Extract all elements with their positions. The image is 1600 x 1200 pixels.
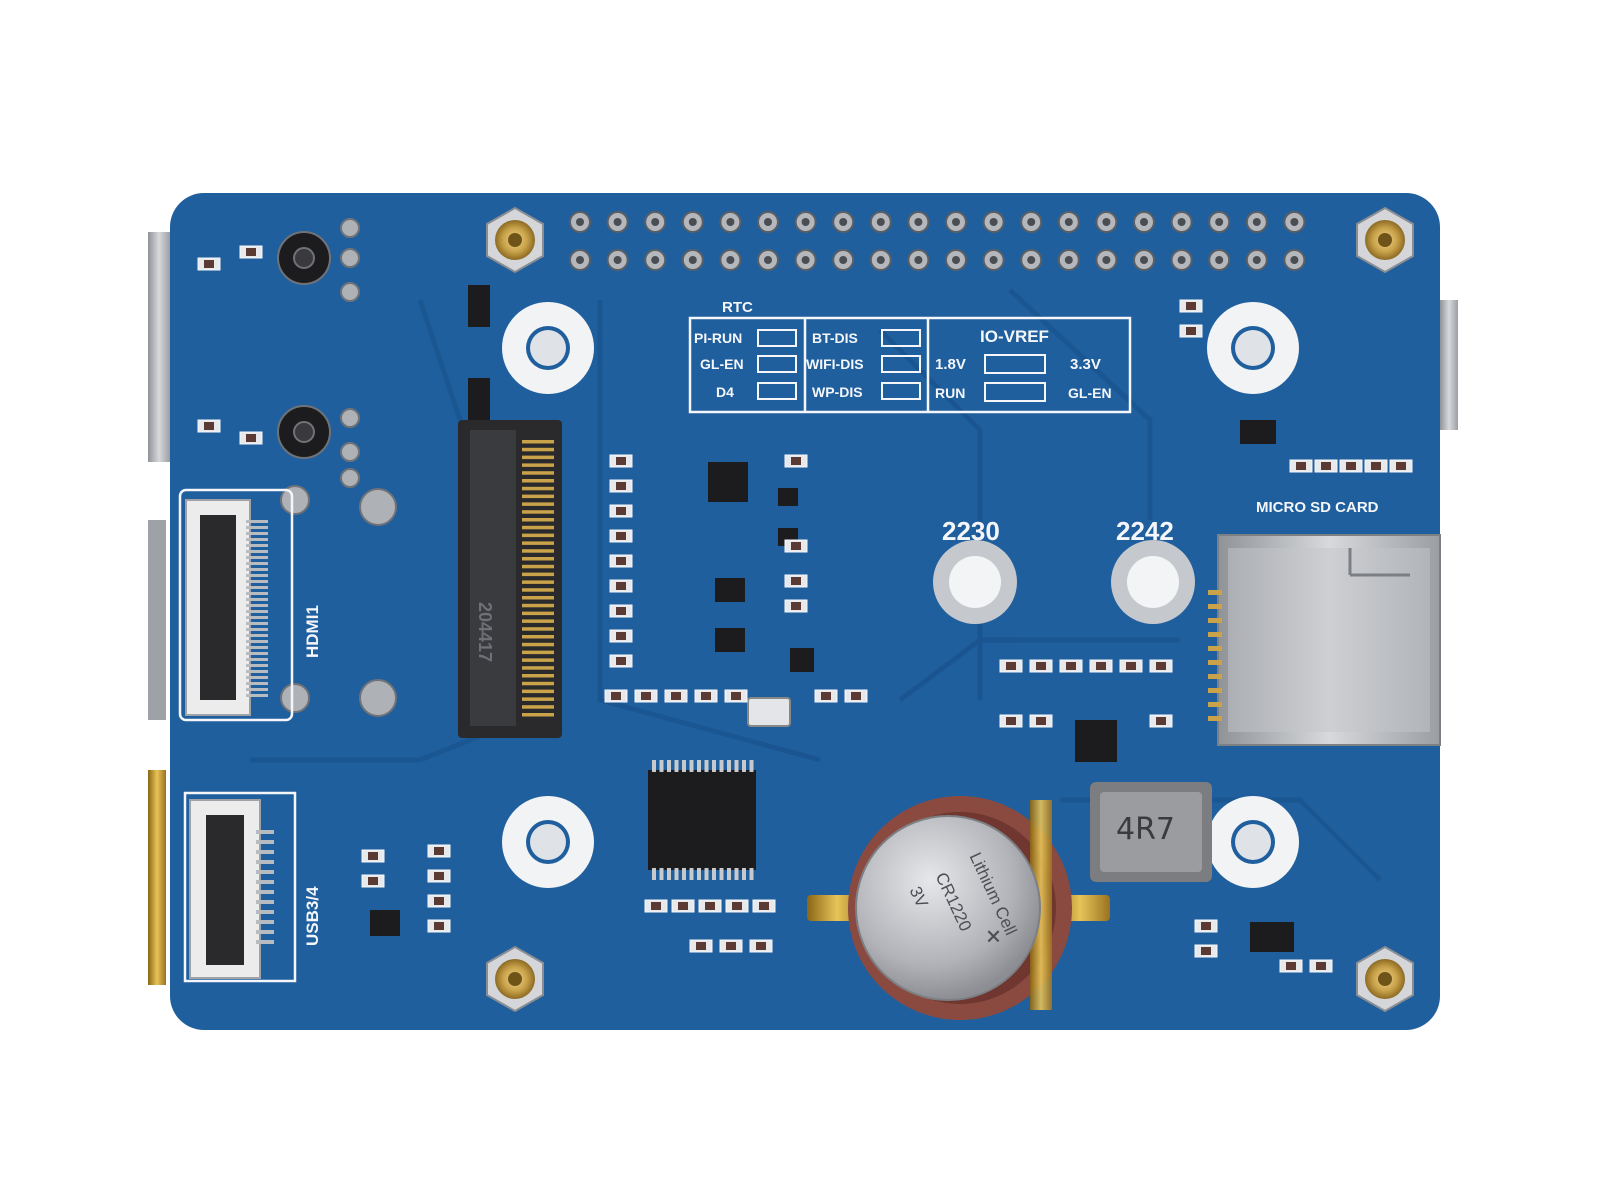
brass-standoff-icon xyxy=(486,945,544,1013)
brass-standoff-icon xyxy=(1356,945,1414,1013)
mounting-hole-icon xyxy=(502,302,594,394)
wp-dis-label: WP-DIS xyxy=(812,384,863,400)
jumper-table xyxy=(178,316,1132,983)
usb34-label: USB3/4 xyxy=(303,886,322,946)
mounting-hole-icon xyxy=(933,540,1017,624)
size-2230-label: 2230 xyxy=(942,516,1000,546)
coin-cell-battery-icon xyxy=(807,796,1110,1020)
micro-sd-label: MICRO SD CARD xyxy=(1256,499,1379,516)
brass-standoff-icon xyxy=(1356,206,1414,274)
gl-en-right-label: GL-EN xyxy=(1068,385,1112,401)
inductor-marking: 4R7 xyxy=(1116,812,1176,847)
tht-pads xyxy=(277,218,397,717)
d4-label: D4 xyxy=(716,384,734,400)
usb-c-port-edge xyxy=(1440,300,1458,430)
wifi-dis-label: WIFI-DIS xyxy=(806,356,864,372)
mounting-hole-icon xyxy=(1207,302,1299,394)
usb-port-edge xyxy=(148,770,166,985)
hdmi1-label: HDMI1 xyxy=(303,605,322,658)
v33-label: 3.3V xyxy=(1070,356,1101,373)
micro-sd-slot-icon xyxy=(1208,534,1441,746)
inductor xyxy=(1090,782,1212,882)
crystal xyxy=(747,697,791,727)
usb-ffc-connector xyxy=(189,799,274,979)
rtc-label: RTC xyxy=(722,299,753,316)
m2-slot xyxy=(458,420,562,738)
pi-run-label: PI-RUN xyxy=(694,330,743,346)
hdmi-ffc-connector xyxy=(185,499,268,716)
jumper-pads xyxy=(757,329,1046,402)
side-connector xyxy=(148,232,170,462)
mounting-hole-icon xyxy=(1207,796,1299,888)
usb-hub-chip xyxy=(648,760,756,880)
v18-label: 1.8V xyxy=(935,356,966,373)
gl-en-left-label: GL-EN xyxy=(700,356,744,372)
m2-slot-marking: 204417 xyxy=(475,602,495,663)
gpio-header-pads xyxy=(569,211,1306,271)
hdmi-port-edge xyxy=(148,520,166,720)
mounting-hole-icon xyxy=(1111,540,1195,624)
brass-standoff-icon xyxy=(486,206,544,274)
bt-dis-label: BT-DIS xyxy=(812,330,858,346)
size-2242-label: 2242 xyxy=(1116,516,1174,546)
mounting-hole-icon xyxy=(502,796,594,888)
io-vref-label: IO-VREF xyxy=(980,327,1049,346)
run-label: RUN xyxy=(935,385,966,401)
